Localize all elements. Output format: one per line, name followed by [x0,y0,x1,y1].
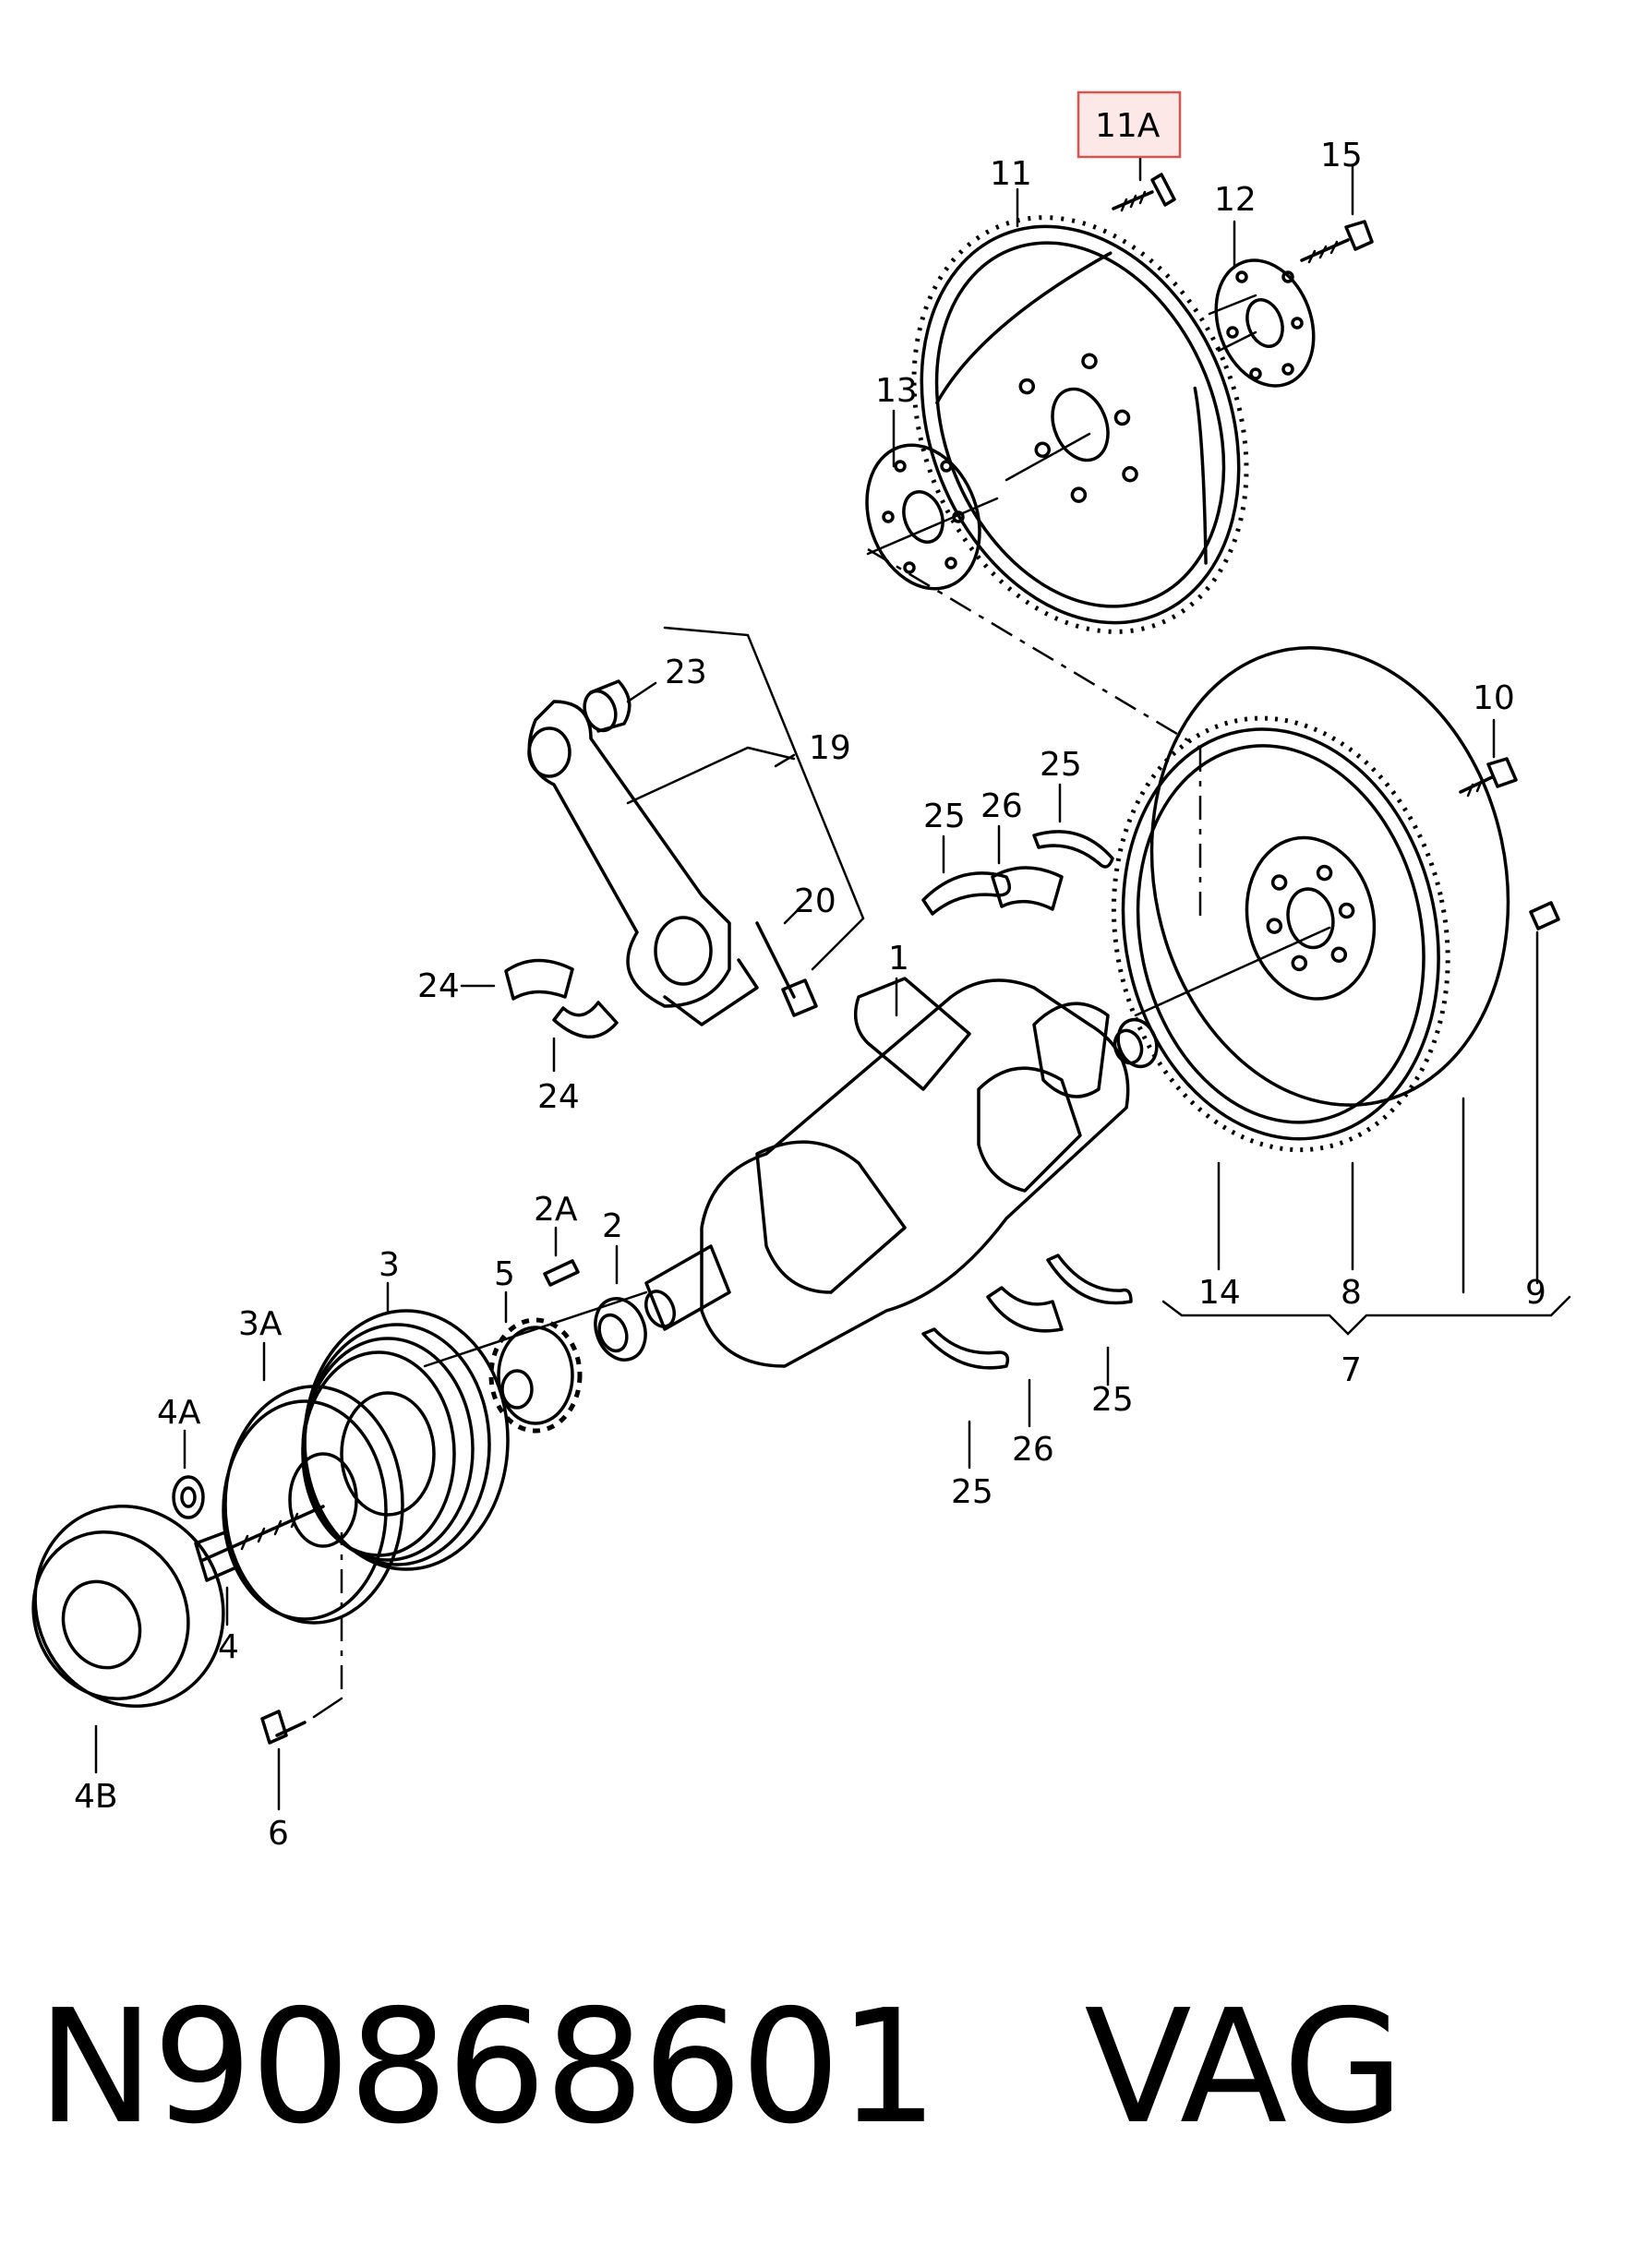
callout-4b: 4B [74,1778,118,1816]
callout-23: 23 [665,654,707,691]
part-number: N90868601 [37,1976,938,2159]
callout-20: 20 [794,882,836,920]
brand-name: VAG [1084,1976,1403,2159]
callout-6: 6 [268,1815,289,1853]
highlight-box-11a [1077,90,1182,159]
bolt-6 [260,1532,343,1745]
oil-seal-2 [594,1297,647,1362]
callout-2a: 2A [534,1191,578,1229]
small-end-bush-23 [583,679,632,733]
callout-19: 19 [809,729,851,767]
callout-1: 1 [888,940,909,978]
flexplate [911,215,1249,634]
connecting-rod-assembly [504,626,865,1038]
callout-7: 7 [1341,1351,1362,1389]
callout-25-bottom-left: 25 [951,1473,993,1511]
flexplate-assembly [865,173,1374,750]
callout-10: 10 [1473,679,1515,717]
dowel-pin-9 [1529,901,1560,930]
vibration-damper-3a [222,1385,404,1625]
pulley-3 [301,1309,510,1571]
callout-11a: 11A [1095,107,1161,145]
callout-12: 12 [1214,181,1257,219]
callout-11: 11 [990,155,1032,193]
shim-plate-13 [865,443,981,591]
bolt-15 [1300,220,1374,264]
bearing-shell-24 [504,958,619,1038]
crankshaft [644,977,1130,1368]
crank-sprocket-5 [488,1317,583,1434]
callout-2: 2 [602,1207,623,1245]
callout-24-left: 24 [417,967,460,1005]
callout-14: 14 [1198,1274,1241,1312]
front-end-components [31,1259,648,1745]
callout-labels: 11A 11 15 12 13 23 19 20 10 25 26 25 24 … [74,107,1546,1853]
callout-25-bottom-right: 25 [1091,1381,1134,1419]
pulley-cap-4b [31,1504,225,1709]
callout-4a: 4A [157,1394,201,1432]
callout-5: 5 [494,1255,515,1293]
callout-15: 15 [1320,137,1363,174]
shim-plate-12 [1214,258,1316,388]
bolt-4 [194,1505,325,1582]
bolt-10 [1459,757,1518,798]
flywheel-assembly [1111,645,1560,1153]
callout-24-bottom: 24 [537,1078,580,1116]
callout-3: 3 [379,1246,400,1284]
callout-13: 13 [875,372,918,410]
callout-26-bottom: 26 [1012,1431,1054,1469]
main-bearings [921,830,1133,1370]
woodruff-key-2a [543,1259,580,1287]
callout-8: 8 [1341,1274,1362,1312]
bolt-11a [1112,173,1176,212]
conrod-bolt-20 [755,921,818,1017]
callout-3a: 3A [238,1305,283,1343]
callout-9: 9 [1525,1274,1546,1312]
washer-4a [172,1475,205,1519]
callout-25-top-right: 25 [1040,746,1082,784]
part-number-caption: N90868601 VAG [37,1975,1606,2160]
callout-4: 4 [218,1628,239,1666]
needle-bearing-14 [1113,1017,1159,1069]
callout-25-top-left: 25 [923,798,966,835]
leader-lines [94,150,1571,1811]
callout-26-top: 26 [980,787,1023,825]
